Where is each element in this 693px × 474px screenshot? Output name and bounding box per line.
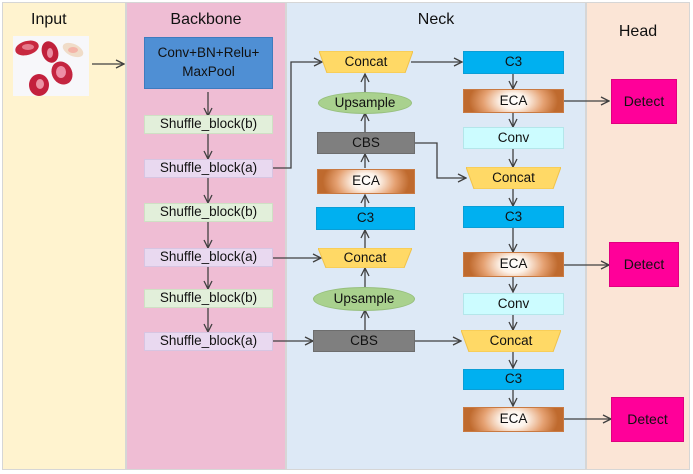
concat-trapezoid-shape [319, 51, 413, 73]
shuffle-block-b-2: Shuffle_block(b) [144, 203, 273, 222]
eca-left: ECA [317, 169, 415, 194]
conv-right-1: Conv [463, 127, 564, 149]
shuffle-block-a-3: Shuffle_block(a) [144, 332, 273, 351]
stem-conv-bn-relu-maxpool: Conv+BN+Relu+ MaxPool [144, 37, 273, 89]
c3-left: C3 [316, 207, 415, 230]
seed-photo-icon [13, 36, 89, 96]
concat-trapezoid-shape [318, 248, 412, 268]
detect-2: Detect [609, 242, 679, 287]
detect-3: Detect [611, 397, 684, 442]
concat-top: Concat [319, 51, 413, 73]
input-title: Input [31, 11, 67, 28]
c3-right-1: C3 [463, 51, 564, 74]
head-title: Head [618, 23, 658, 40]
backbone-title: Backbone [170, 11, 242, 28]
detect-1: Detect [611, 79, 677, 124]
eca-right-2: ECA [463, 252, 564, 277]
stem-line-1: Conv+BN+Relu+ [157, 45, 260, 61]
concat-mid-label: Concat [343, 249, 387, 265]
concat-trapezoid-shape [461, 330, 561, 352]
upsample-top: Upsample [318, 92, 412, 114]
upsample-bottom: Upsample [313, 287, 415, 311]
eca-right-3: ECA [463, 407, 564, 432]
concat-right-2-label: Concat [489, 332, 533, 348]
concat-right-1: Concat [466, 167, 561, 189]
concat-right-1-label: Concat [492, 169, 535, 185]
concat-mid: Concat [318, 248, 412, 268]
shuffle-block-a-1: Shuffle_block(a) [144, 159, 273, 178]
conv-right-2: Conv [463, 293, 564, 315]
shuffle-block-b-3: Shuffle_block(b) [144, 289, 273, 308]
concat-trapezoid-shape [466, 167, 561, 189]
cbs-bottom: CBS [313, 330, 415, 352]
shuffle-block-b-1: Shuffle_block(b) [144, 115, 273, 134]
shuffle-block-a-2: Shuffle_block(a) [144, 248, 273, 267]
stem-line-2: MaxPool [182, 64, 235, 79]
concat-right-2: Concat [461, 330, 561, 352]
cbs-top: CBS [317, 132, 415, 154]
c3-right-3: C3 [463, 369, 564, 390]
input-seed-image [13, 36, 89, 96]
c3-right-2: C3 [463, 206, 564, 228]
eca-right-1: ECA [463, 89, 564, 113]
neck-title: Neck [417, 11, 455, 28]
neck-panel: Neck [286, 2, 586, 470]
concat-top-label: Concat [344, 53, 388, 69]
